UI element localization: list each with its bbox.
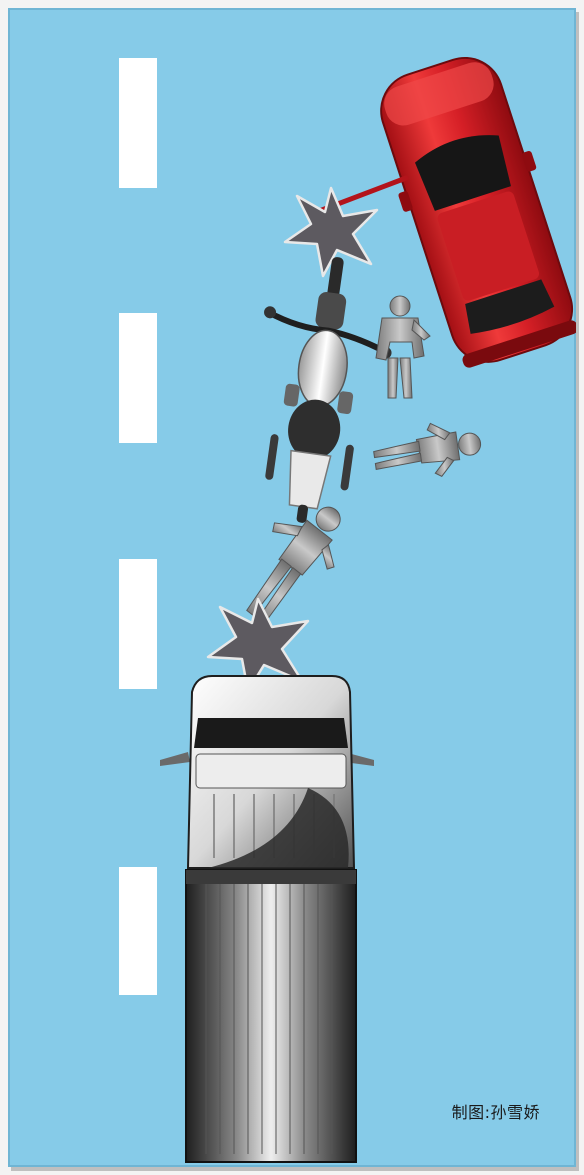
pickup-truck-icon <box>160 676 374 1162</box>
pedestrian-figure-icon <box>222 485 363 636</box>
lane-dash <box>119 559 157 689</box>
accident-diagram-panel: 制图:孙雪娇 <box>8 8 576 1167</box>
motorcycle-icon <box>236 248 404 532</box>
pedestrian-figure-icon <box>371 417 484 485</box>
lane-dash <box>119 867 157 995</box>
lane-markings <box>119 58 157 995</box>
accident-diagram <box>8 8 576 1167</box>
pedestrian-figure-icon <box>376 296 430 398</box>
lane-dash <box>119 313 157 443</box>
image-credit: 制图:孙雪娇 <box>452 1099 540 1123</box>
lane-dash <box>119 58 157 188</box>
collision-star-icon <box>285 188 377 276</box>
